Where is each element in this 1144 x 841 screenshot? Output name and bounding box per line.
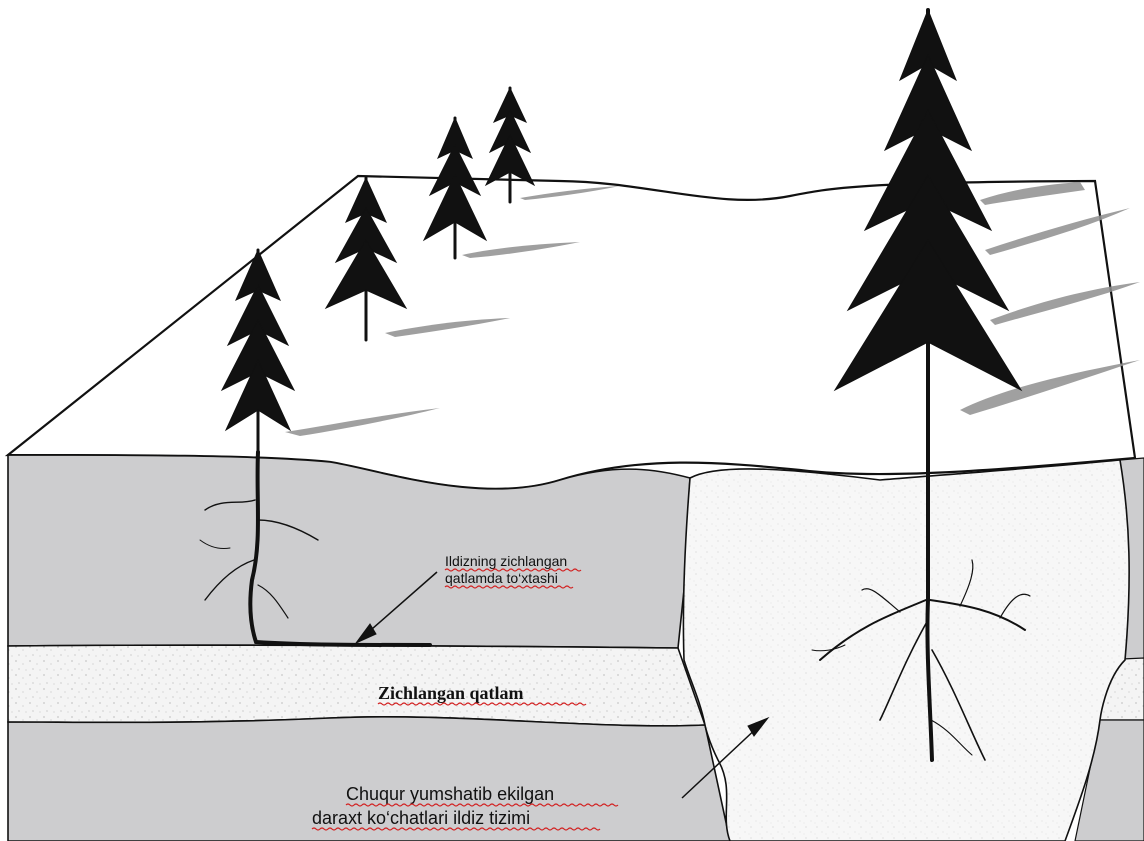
label-compacted-layer: Zichlangan qatlam bbox=[378, 683, 524, 703]
label-root-stop-line1: Ildizning zichlangan bbox=[445, 553, 567, 569]
compacted-layer bbox=[8, 645, 705, 726]
label-deep-roots-line2: daraxt ko‘chatlari ildiz tizimi bbox=[312, 808, 530, 828]
loosened-soil-zone bbox=[683, 460, 1129, 841]
label-deep-roots-line1: Chuqur yumshatib ekilgan bbox=[346, 784, 554, 804]
topsoil-layer bbox=[8, 455, 690, 648]
label-root-stop-line2: qatlamda to‘xtashi bbox=[445, 570, 558, 586]
